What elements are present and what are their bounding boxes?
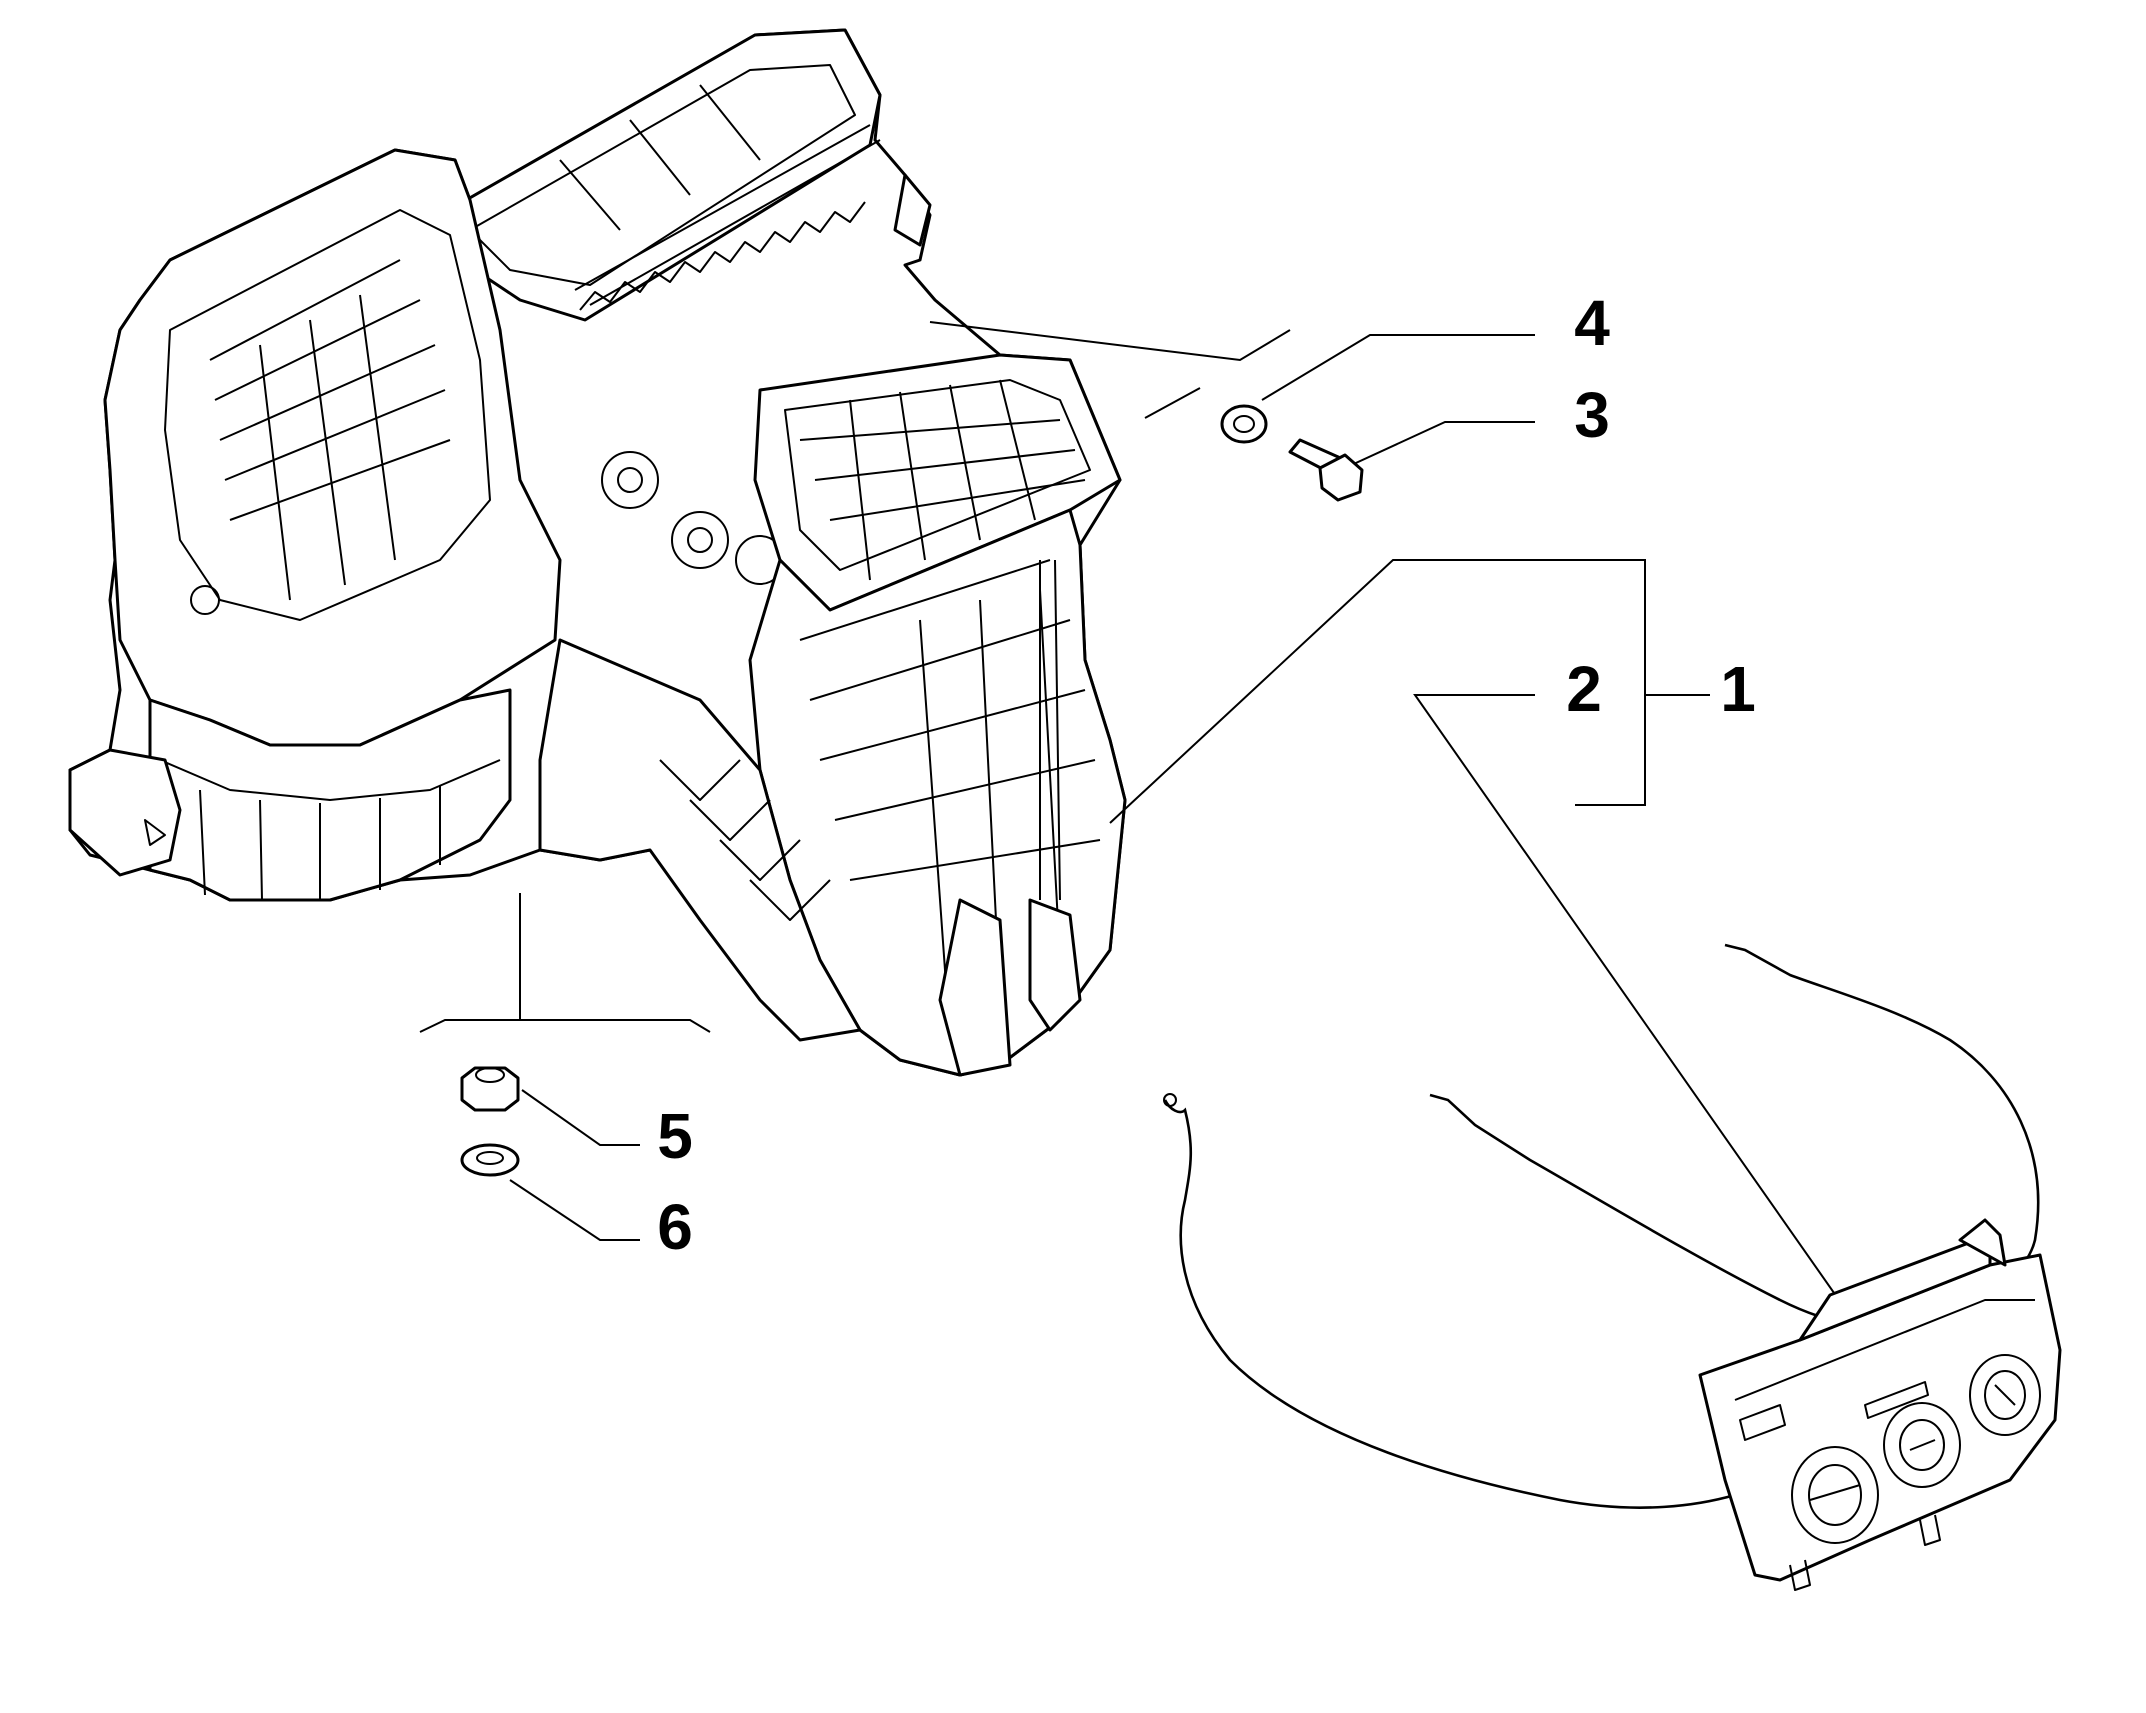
washer-part-4 bbox=[1220, 404, 1268, 444]
callout-1: 1 bbox=[1720, 653, 1756, 725]
bolt-part-3 bbox=[1288, 438, 1364, 502]
callout-2: 2 bbox=[1566, 653, 1602, 725]
leader-lines bbox=[419, 321, 1861, 1331]
callout-labels: 1 2 3 4 5 6 bbox=[657, 287, 1756, 1263]
callout-6: 6 bbox=[657, 1191, 693, 1263]
climate-control-panel bbox=[1698, 1218, 2062, 1591]
callout-3: 3 bbox=[1574, 379, 1610, 451]
washer-part-6 bbox=[460, 1143, 520, 1177]
nut-part-5 bbox=[460, 1066, 520, 1112]
callout-5: 5 bbox=[657, 1100, 693, 1172]
callout-4: 4 bbox=[1574, 287, 1610, 359]
heater-blower-housing bbox=[68, 28, 1127, 1077]
